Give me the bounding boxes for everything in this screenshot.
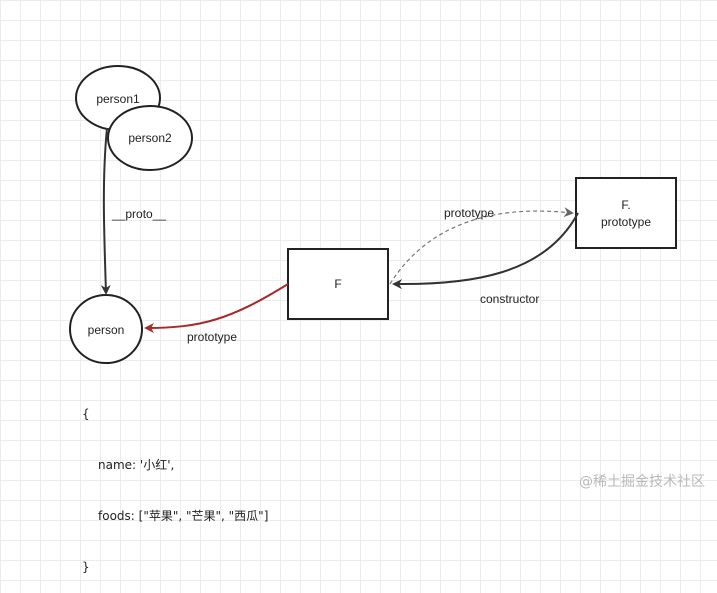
F-prototype-label-line1: F. <box>621 198 630 212</box>
F-prototype-label-line2: prototype <box>601 215 651 229</box>
person1-label: person1 <box>96 92 140 106</box>
watermark: @稀土掘金技术社区 <box>579 474 705 490</box>
proto-edge-label: __proto__ <box>111 207 166 221</box>
F-label: F <box>334 277 341 291</box>
proto-edge <box>100 127 111 295</box>
prototype-diagram: person1 person2 __proto__ person F F. pr… <box>69 65 677 364</box>
prototype-dashed-edge <box>389 207 574 285</box>
object-literal: { name: '小红', foods: ["苹果", "芒果", "西瓜"] … <box>82 372 268 593</box>
constructor-label: constructor <box>480 292 539 306</box>
prototype-red-label: prototype <box>187 330 237 344</box>
person-node <box>69 294 143 364</box>
object-name-line: name: '小红', <box>98 458 175 472</box>
object-open-brace: { <box>82 407 90 421</box>
person2-label: person2 <box>128 131 172 145</box>
F-prototype-node <box>575 177 677 249</box>
F-node <box>287 248 389 320</box>
object-close-brace: } <box>82 560 90 574</box>
object-foods-line: foods: ["苹果", "芒果", "西瓜"] <box>98 509 269 523</box>
person2-node <box>107 105 193 171</box>
prototype-red-edge <box>144 283 289 333</box>
person-label: person <box>88 323 125 337</box>
constructor-edge <box>392 212 579 290</box>
prototype-dashed-label: prototype <box>444 206 494 220</box>
